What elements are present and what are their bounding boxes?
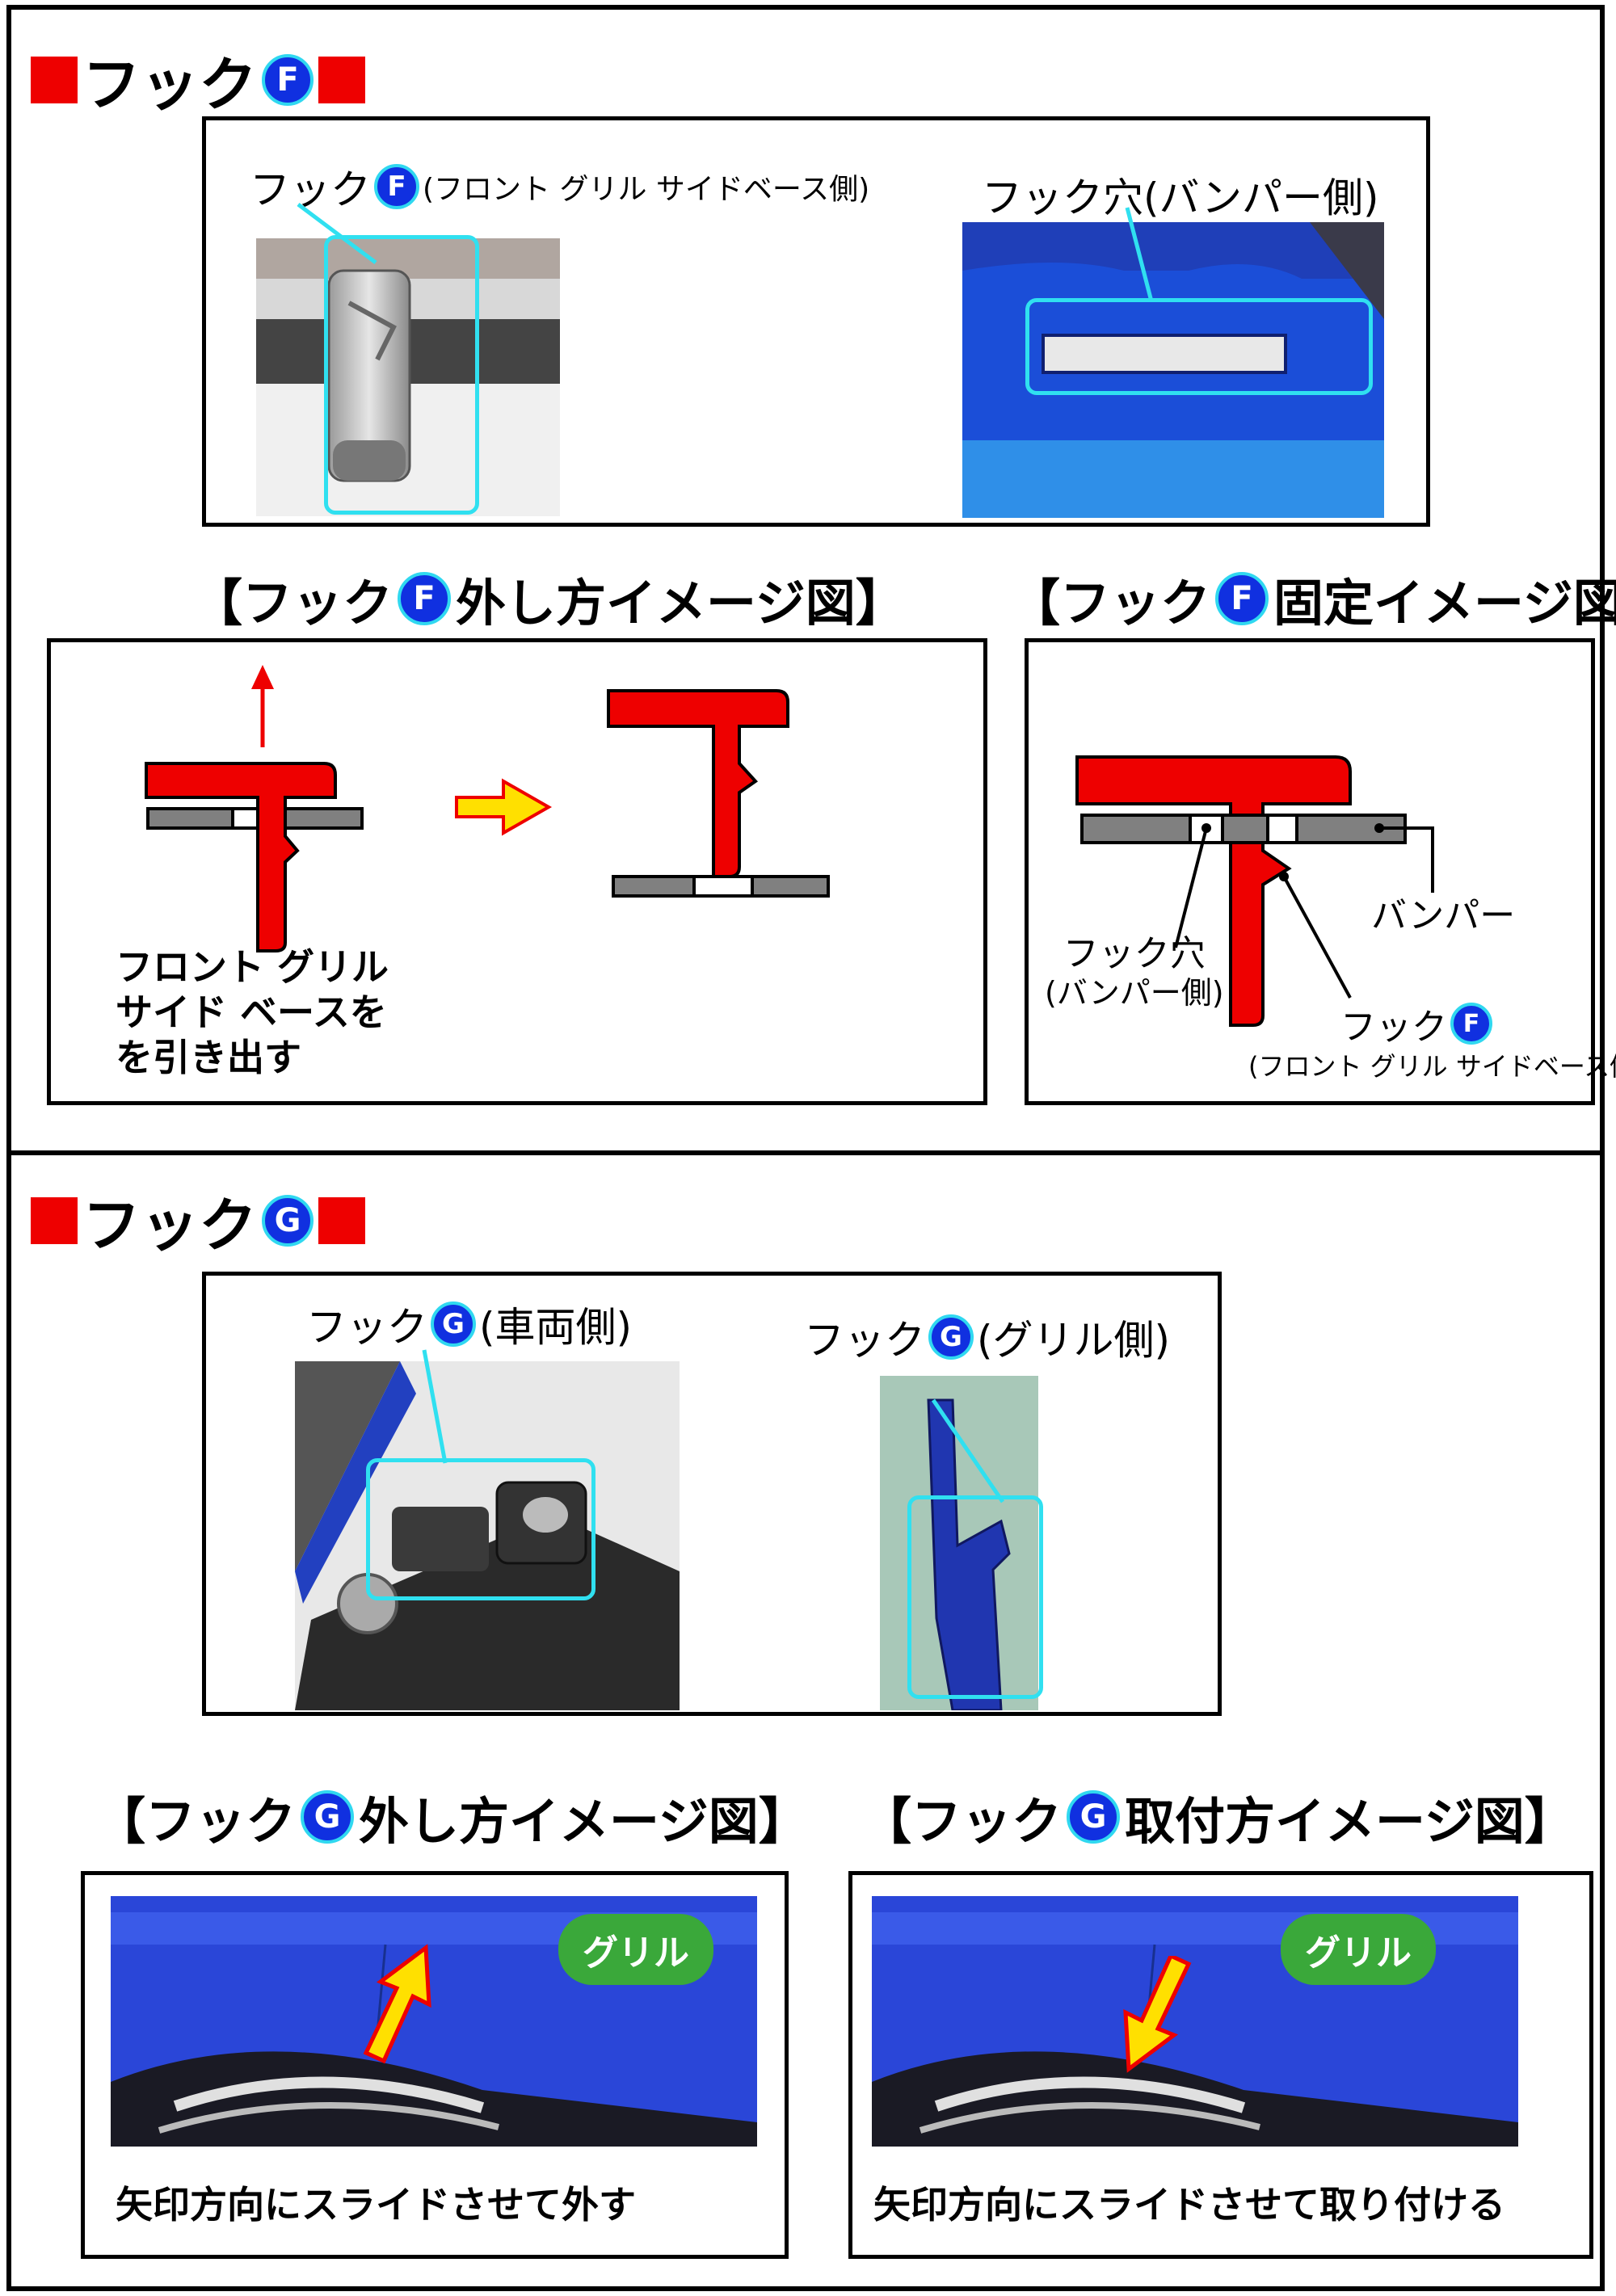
section-title-g: フック G xyxy=(31,1178,366,1263)
diagram-fixed-f: フック穴 (バンパー側) バンパー フック F (フロント グリル サイドベース… xyxy=(1025,638,1616,1105)
install-instruction-g: 矢印方向にスライドさせて取り付ける xyxy=(873,2183,1505,2227)
hook-hole-photo-graphic xyxy=(962,222,1384,518)
label-hook-f-grill: フック F (フロント グリル サイドベース側) xyxy=(250,158,869,216)
grill-label-bubble: グリル xyxy=(1281,1914,1436,1985)
badge-g-icon: G xyxy=(1067,1790,1121,1844)
badge-f-icon: F xyxy=(1450,1003,1492,1045)
leader-line xyxy=(931,1398,1005,1503)
section-title-f: フック F xyxy=(31,37,366,122)
hook-g-grill-photo-graphic xyxy=(880,1376,1038,1710)
leader-line xyxy=(1125,207,1154,302)
badge-g-icon: G xyxy=(431,1301,476,1347)
badge-f-icon: F xyxy=(398,572,452,625)
label-fixed-hole: フック穴 (バンパー側) xyxy=(1045,933,1224,1011)
highlight-hook-g-grill xyxy=(907,1495,1043,1699)
highlight-hook-g-vehicle xyxy=(366,1458,595,1600)
label-hook-g-grill: フック G (グリル側) xyxy=(804,1308,1170,1366)
badge-g-icon: G xyxy=(262,1194,314,1247)
caption-install-g: 【フック G 取付方イメージ図】 xyxy=(861,1790,1575,1851)
arrow-down-left-icon xyxy=(1123,1956,1192,2073)
removal-instruction-f: フロント グリル サイド ベースを を引き出す xyxy=(116,945,389,1079)
removal-instruction-g: 矢印方向にスライドさせて外す xyxy=(116,2183,636,2227)
leader-line xyxy=(422,1349,448,1464)
label-hook-g-vehicle: フック G (車両側) xyxy=(306,1295,632,1353)
label-hook-hole-bumper: フック穴(バンパー側) xyxy=(982,175,1379,221)
badge-f-icon: F xyxy=(374,164,419,209)
photo-hook-g-grill xyxy=(880,1376,1038,1710)
fixed-diagram-graphic xyxy=(1075,755,1434,1027)
red-square-icon xyxy=(318,1196,366,1244)
image-install-g: グリル 矢印方向にスライドさせて取り付ける xyxy=(848,1871,1593,2259)
photo-hook-g-vehicle xyxy=(295,1361,680,1710)
section-hook-g: フック G フック G (車両側) フック xyxy=(6,1150,1605,2291)
photo-box-f: フック F (フロント グリル サイドベース側) xyxy=(202,116,1430,527)
arrow-up-right-icon xyxy=(363,1944,431,2064)
hook-g-vehicle-photo-graphic xyxy=(295,1361,680,1710)
removal-diagram-graphic xyxy=(145,665,830,952)
diagram-removal-f: フロント グリル サイド ベースを を引き出す xyxy=(47,638,987,1105)
hook-f-photo-graphic xyxy=(256,238,560,516)
label-fixed-bumper: バンパー xyxy=(1371,895,1516,936)
red-square-icon xyxy=(31,56,78,103)
highlight-hook-hole xyxy=(1025,298,1373,395)
image-removal-g: グリル 矢印方向にスライドさせて外す xyxy=(81,1871,789,2259)
photo-hook-f xyxy=(256,238,560,516)
grill-label-bubble: グリル xyxy=(558,1914,713,1985)
label-fixed-hook-sub: (フロント グリル サイドベース側) xyxy=(1248,1051,1616,1082)
leader-line xyxy=(297,203,377,264)
caption-fixed-f: 【フック F 固定イメージ図】 xyxy=(1010,572,1616,633)
badge-f-icon: F xyxy=(1215,572,1269,625)
caption-removal-g: 【フック G 外し方イメージ図】 xyxy=(95,1790,809,1851)
red-square-icon xyxy=(318,56,366,103)
label-fixed-hook: フック F xyxy=(1340,998,1492,1049)
highlight-hook-f xyxy=(324,235,479,515)
badge-g-icon: G xyxy=(928,1314,974,1360)
photo-box-g: フック G (車両側) フック G (グリル側) xyxy=(202,1272,1222,1716)
red-square-icon xyxy=(31,1196,78,1244)
photo-hook-hole xyxy=(962,222,1384,518)
section-hook-f: フック F フック F (フロント グリル サイドベース側) xyxy=(6,5,1616,1155)
badge-g-icon: G xyxy=(301,1790,355,1844)
badge-f-icon: F xyxy=(262,53,314,106)
caption-removal-f: 【フック F 外し方イメージ図】 xyxy=(192,572,906,633)
